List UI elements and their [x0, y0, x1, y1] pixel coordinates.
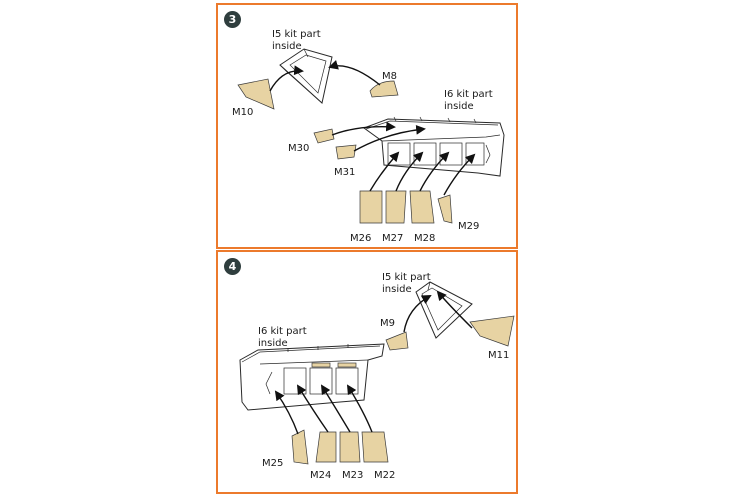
mask-m24 — [315, 431, 337, 463]
i5-windscreen-frame — [279, 48, 333, 104]
step-4-panel: 4 — [216, 250, 518, 494]
kit-label-i5: I5 kit part — [272, 29, 321, 40]
part-label-m28: M28 — [414, 233, 435, 244]
i6-canopy-frame — [362, 116, 505, 177]
kit-label-i5-inside: inside — [382, 284, 412, 295]
part-label-m10: M10 — [232, 107, 253, 118]
part-label-m29: M29 — [458, 221, 479, 232]
kit-label-i5-inside: inside — [272, 41, 302, 52]
step-number-badge: 3 — [224, 11, 241, 28]
mask-m26 — [359, 190, 383, 224]
part-label-m11: M11 — [488, 350, 509, 361]
step-3-panel: 3 — [216, 3, 518, 249]
part-label-m30: M30 — [288, 143, 309, 154]
part-label-m9: M9 — [380, 318, 395, 329]
part-label-m31: M31 — [334, 167, 355, 178]
step-4-diagram: I5 kit part inside I6 kit part inside M9… — [239, 272, 515, 481]
part-label-m22: M22 — [374, 470, 395, 481]
mask-m29 — [437, 194, 453, 224]
kit-label-i5: I5 kit part — [382, 272, 431, 283]
mask-m22 — [361, 431, 389, 463]
mask-m30 — [313, 128, 335, 144]
mask-m8 — [369, 80, 399, 98]
part-label-m26: M26 — [350, 233, 371, 244]
part-label-m27: M27 — [382, 233, 403, 244]
mask-m10 — [237, 78, 275, 110]
mask-m9 — [385, 331, 409, 351]
mask-m25 — [291, 429, 309, 465]
mask-m28 — [409, 190, 435, 224]
step-3-diagram: I5 kit part inside I6 kit part inside M1… — [232, 29, 505, 244]
kit-label-i6-inside: inside — [258, 338, 288, 349]
mask-m11 — [469, 315, 515, 347]
kit-label-i6: I6 kit part — [444, 89, 493, 100]
mask-m31 — [335, 144, 357, 160]
mask-m23 — [339, 431, 361, 463]
i5-windscreen-frame — [415, 281, 473, 339]
part-label-m25: M25 — [262, 458, 283, 469]
part-label-m23: M23 — [342, 470, 363, 481]
step-number-badge: 4 — [224, 258, 241, 275]
part-label-m24: M24 — [310, 470, 331, 481]
kit-label-i6-inside: inside — [444, 101, 474, 112]
part-label-m8: M8 — [382, 71, 397, 82]
kit-label-i6: I6 kit part — [258, 326, 307, 337]
i6-canopy-frame — [239, 343, 385, 411]
mask-m27 — [385, 190, 407, 224]
